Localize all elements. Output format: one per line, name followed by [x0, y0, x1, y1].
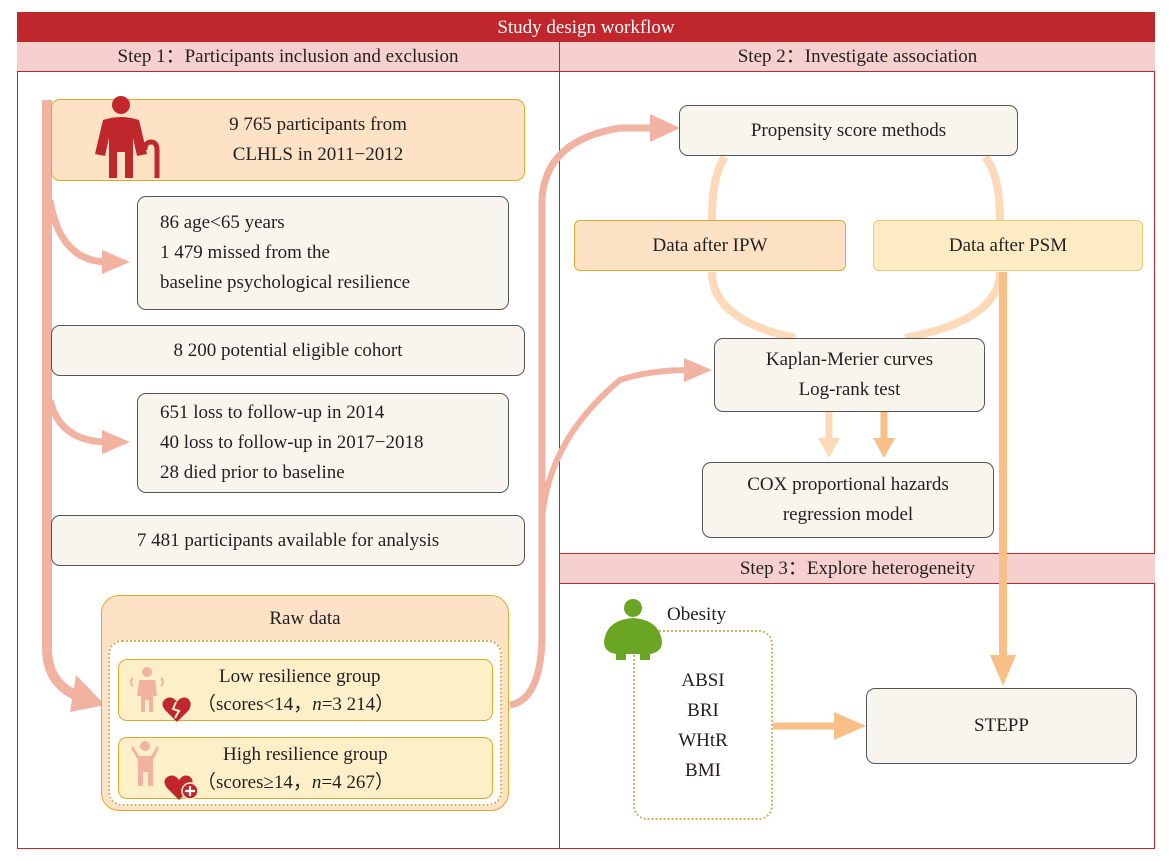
exclusion2-arrow — [46, 399, 109, 446]
step1-header: Step 1：Participants inclusion and exclus… — [17, 41, 559, 72]
main-flow-arrowhead — [70, 675, 105, 712]
obesity-indices-group — [633, 630, 773, 820]
cox-model-line2: regression model — [782, 504, 914, 525]
ipw-data-text: Data after IPW — [652, 234, 768, 256]
exclusion-box-1: 86 age<65 years 1 479 missed from the ba… — [137, 196, 509, 310]
exclusion-box-2: 651 loss to follow-up in 2014 40 loss to… — [137, 393, 509, 493]
index-bmi: BMI — [685, 760, 721, 781]
high-resilience-title: High resilience group — [223, 744, 388, 765]
cheerful-person-heart-icon — [131, 741, 199, 800]
rawdata-to-km-arrow — [539, 367, 691, 521]
raw-data-label: Raw data — [269, 608, 341, 629]
high-resilience-scores: （scores≥14，n=4 267） — [197, 772, 394, 793]
index-absi: ABSI — [681, 670, 725, 691]
eligible-cohort-box: 8 200 potential eligible cohort — [51, 325, 525, 376]
index-bri: BRI — [687, 700, 719, 721]
exclusion2-line3: 28 died prior to baseline — [160, 462, 345, 483]
obesity-indices-list: ABSI BRI WHtR BMI — [633, 666, 773, 786]
propensity-to-psm-link — [981, 154, 1004, 221]
ipw-to-km-link — [708, 271, 796, 342]
low-resilience-title: Low resilience group — [219, 666, 381, 687]
participants-line2: CLHLS in 2011−2012 — [232, 144, 404, 165]
exclusion2-line1: 651 loss to follow-up in 2014 — [160, 402, 385, 423]
step2-header: Step 2：Investigate association — [560, 41, 1155, 72]
kaplan-meier-line2: Log-rank test — [798, 379, 901, 400]
stepp-box: STEPP — [866, 688, 1137, 764]
diagram-title: Study design workflow — [17, 12, 1155, 41]
available-participants-box: 7 481 participants available for analysi… — [51, 515, 525, 566]
eligible-cohort-text: 8 200 potential eligible cohort — [173, 339, 403, 361]
stepp-text: STEPP — [974, 715, 1029, 736]
cox-model-box: COX proportional hazards regression mode… — [702, 462, 994, 538]
ipw-data-box: Data after IPW — [574, 220, 846, 271]
obese-person-icon — [604, 599, 662, 660]
step3-header: Step 3：Explore heterogeneity — [560, 553, 1155, 584]
kaplan-meier-box: Kaplan-Merier curves Log-rank test — [714, 338, 985, 412]
column-divider — [559, 41, 560, 849]
kaplan-meier-line1: Kaplan-Merier curves — [765, 349, 934, 370]
person-with-cane-icon — [95, 96, 160, 178]
index-whtr: WHtR — [678, 730, 728, 751]
rawdata-to-propensity-arrow — [509, 124, 660, 709]
propensity-methods-box: Propensity score methods — [679, 105, 1018, 156]
obesity-label: Obesity — [667, 604, 727, 625]
stressed-person-broken-heart-icon — [130, 667, 191, 722]
available-participants-text: 7 481 participants available for analysi… — [136, 529, 440, 551]
psm-data-box: Data after PSM — [873, 220, 1143, 271]
exclusion1-arrow — [46, 199, 109, 266]
exclusion2-line2: 40 loss to follow-up in 2017−2018 — [160, 432, 424, 453]
psm-to-km-link — [904, 271, 1004, 342]
propensity-to-ipw-link — [708, 154, 729, 221]
propensity-methods-text: Propensity score methods — [750, 119, 947, 141]
exclusion1-line2: 1 479 missed from the — [160, 242, 330, 263]
exclusion1-line3: baseline psychological resilience — [160, 272, 411, 293]
psm-data-text: Data after PSM — [948, 234, 1068, 256]
exclusion1-line1: 86 age<65 years — [160, 212, 285, 233]
cox-model-line1: COX proportional hazards — [747, 474, 949, 495]
low-resilience-scores: （scores<14，n=3 214） — [197, 694, 395, 715]
participants-line1: 9 765 participants from — [229, 114, 407, 135]
